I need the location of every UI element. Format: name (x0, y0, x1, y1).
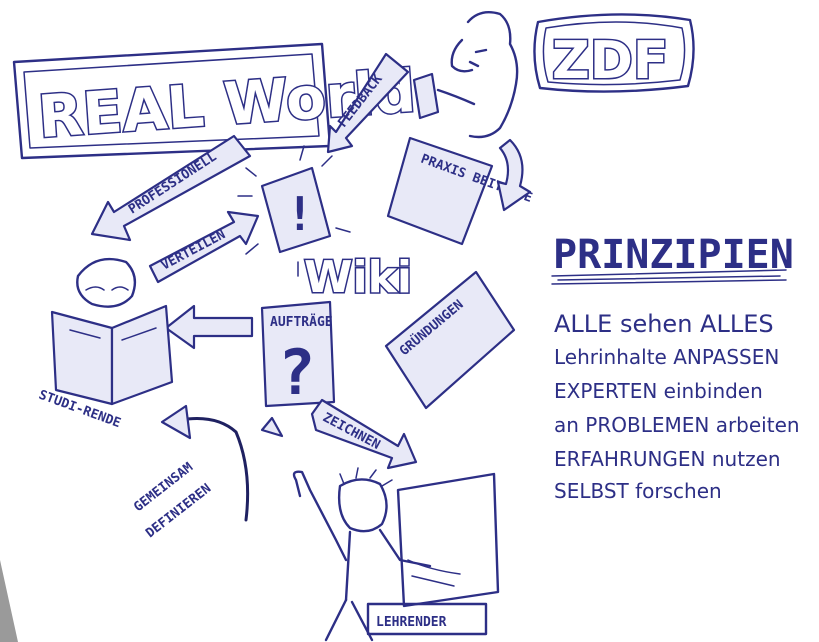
auftraege-label: AUFTRÄGE (270, 314, 333, 330)
principle-line-2: Lehrinhalte ANPASSEN (554, 345, 779, 369)
question-symbol: ? (278, 336, 315, 409)
student-figure: STUDI-RENDE (37, 257, 174, 431)
gemeinsam-arrow: GEMEINSAM DEFINIEREN (131, 404, 284, 541)
principle-line-5: ERFAHRUNGEN nutzen (554, 447, 781, 471)
auftraege-card: AUFTRÄGE ? (260, 300, 336, 409)
wiki-label: Wiki (304, 252, 412, 303)
exclamation-symbol: ! (286, 187, 314, 241)
verteilen-arrow: VERTEILEN (148, 210, 260, 284)
exclamation-card: ! (237, 145, 351, 277)
principle-line-4: an PROBLEMEN arbeiten (554, 413, 800, 437)
principles-section: PRINZIPIEN ALLE sehen ALLES Lehrinhalte … (551, 232, 800, 503)
lehrender-label-group: LEHRENDER (366, 602, 488, 636)
page-corner (0, 560, 18, 642)
professionell-label: PROFESSIONELL (126, 149, 220, 217)
zdf-box: ZDF (533, 13, 695, 93)
lehrender-label: LEHRENDER (376, 615, 447, 630)
praxis-card: PRAXIS BEITRÄGE (386, 136, 534, 246)
journalist-figure (412, 11, 519, 139)
zdf-label: ZDF (552, 31, 668, 91)
verteilen-label: VERTEILEN (159, 227, 228, 273)
zeichnen-arrow: ZEICHNEN (310, 398, 418, 470)
teacher-figure (292, 467, 500, 642)
principle-line-6: SELBST forschen (554, 479, 722, 503)
principle-line-3: EXPERTEN einbinden (554, 379, 763, 403)
left-arrow (164, 304, 254, 350)
principle-line-1: ALLE sehen ALLES (554, 310, 774, 338)
